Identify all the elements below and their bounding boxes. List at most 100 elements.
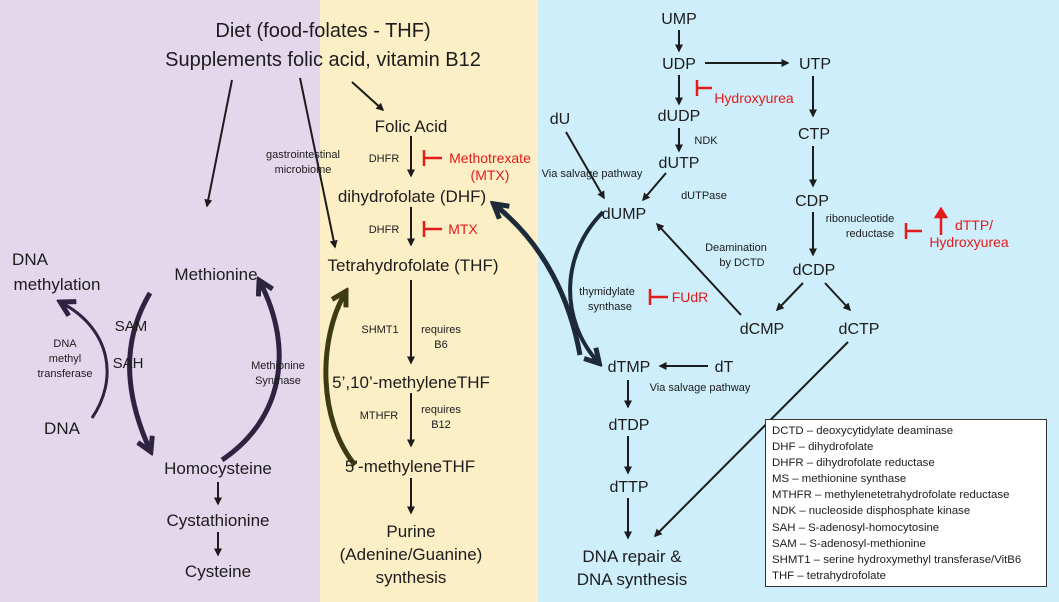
legend-entry: MS – methionine synthase: [772, 473, 907, 486]
legend-entry: DHF – dihydrofolate: [772, 441, 874, 454]
diet-subtitle: Supplements folic acid, vitamin B12: [165, 49, 481, 71]
dna-label: DNA: [44, 419, 81, 438]
ump-label: UMP: [661, 11, 697, 28]
dttp-label: dTTP: [609, 479, 648, 496]
cysteine-label: Cysteine: [185, 562, 251, 581]
ndk-label: NDK: [694, 135, 718, 147]
dna-methyltransferase-2: methyl: [49, 353, 81, 365]
thymidylate-synthase-2: synthase: [588, 301, 632, 313]
dna-methylation-label-1: DNA: [12, 250, 49, 269]
methionine-synthase-1: Methionine: [251, 360, 305, 372]
flow-arrows: [204, 30, 852, 557]
diet-to-thf-arrow: [299, 77, 338, 249]
dtmp-label: dTMP: [608, 359, 651, 376]
deamination-label-1: Deamination: [705, 242, 767, 254]
dcmp-label: dCMP: [740, 321, 784, 338]
dttp-inhibitor-label-2: Hydroxyurea: [929, 234, 1009, 250]
diet-title: Diet (food-folates - THF): [215, 20, 430, 42]
dtmp-to-dhf-arrow: [495, 205, 583, 356]
ribonucleotide-reductase-1: ribonucleotide: [826, 213, 895, 225]
dttp-up-arrow-head: [933, 206, 949, 219]
methotrexate-label-1: Methotrexate: [449, 150, 531, 166]
dhfr-label-2: DHFR: [369, 224, 400, 236]
legend-entry: MTHFR – methylenetetrahydrofolate reduct…: [772, 489, 1010, 502]
hydroxyurea-label: Hydroxyurea: [714, 90, 794, 106]
methotrexate-label-2: (MTX): [471, 167, 510, 183]
sah-label: SAH: [113, 355, 144, 372]
sam-label: SAM: [115, 318, 148, 335]
du-to-dump-arrow: [565, 131, 605, 200]
fudr-label: FUdR: [672, 289, 709, 305]
dudp-label: dUDP: [658, 108, 701, 125]
methionine-label: Methionine: [174, 265, 257, 284]
dna-methyltransferase-1: DNA: [53, 338, 77, 350]
dtdp-label: dTDP: [609, 417, 650, 434]
dt-label: dT: [715, 359, 734, 376]
dump-to-dtmp-arrow: [568, 210, 605, 362]
dctp-to-repair-arrow: [653, 341, 849, 538]
legend-entry: SAM – S-adenosyl-methionine: [772, 537, 926, 550]
mthfr-label: MTHFR: [360, 410, 399, 422]
legend-entry: DCTD – deoxycytidylate deaminase: [772, 425, 954, 437]
sam-to-sah-arrow: [127, 291, 150, 450]
legend-entry: SHMT1 – serine hydroxymethyl transferase…: [772, 553, 1022, 566]
dna-methyltransferase-3: transferase: [37, 368, 92, 380]
homocysteine-to-methionine-arrow: [220, 282, 282, 463]
salvage-pathway-1: Via salvage pathway: [542, 168, 643, 180]
methyl-thf-label: 5’-methyleneTHF: [345, 457, 475, 476]
ctp-label: CTP: [798, 126, 830, 143]
cdp-label: CDP: [795, 193, 829, 210]
purine-label-3: synthesis: [376, 568, 447, 587]
legend-entry: NDK – nucleoside disphosphate kinase: [772, 505, 971, 518]
ribonucleotide-reductase-2: reductase: [846, 228, 894, 240]
requires-b12-label-1: requires: [421, 404, 461, 416]
udp-label: UDP: [662, 56, 696, 73]
dcdp-label: dCDP: [793, 262, 836, 279]
cystathionine-label: Cystathionine: [166, 511, 269, 530]
methylthf-to-thf-arrow: [323, 293, 357, 467]
dctp-label: dCTP: [839, 321, 880, 338]
purine-label-1: Purine: [386, 522, 435, 541]
dttp-inhibitor-label-1: dTTP/: [955, 217, 993, 233]
du-label: dU: [550, 111, 570, 128]
cycle-arrows: [62, 205, 605, 467]
methionine-synthase-2: Synthase: [255, 375, 301, 387]
folate-pathway-panel: [320, 0, 538, 602]
dump-label: dUMP: [602, 206, 646, 223]
dhf-label: dihydrofolate (DHF): [338, 187, 486, 206]
legend-entry: SAH – S-adenosyl-homocytosine: [772, 521, 940, 534]
dcdp-to-dctp-arrow: [824, 282, 852, 312]
homocysteine-label: Homocysteine: [164, 459, 272, 478]
dcmp-to-dump-arrow: [655, 222, 742, 316]
legend-entry: DHFR – dihydrofolate reductase: [772, 457, 935, 470]
abbreviation-legend: DCTD – deoxycytidylate deaminase DHF – d…: [765, 419, 1047, 587]
purine-label-2: (Adenine/Guanine): [340, 545, 483, 564]
diet-to-folic-arrow: [351, 81, 385, 112]
dcdp-to-dcmp-arrow: [775, 282, 804, 312]
folic-acid-label: Folic Acid: [375, 117, 448, 136]
thf-label: Tetrahydrofolate (THF): [328, 256, 499, 275]
dna-repair-label-1: DNA repair &: [582, 547, 682, 566]
legend-entry: THF – tetrahydrofolate: [772, 569, 886, 582]
requires-b6-label-1: requires: [421, 324, 461, 336]
dna-repair-label-2: DNA synthesis: [577, 570, 688, 589]
dna-methyl-transfer-arrow: [62, 303, 109, 419]
mtx-label: MTX: [448, 221, 478, 237]
dhfr-label-1: DHFR: [369, 153, 400, 165]
dna-methylation-label-2: methylation: [14, 275, 101, 294]
thymidylate-synthase-1: thymidylate: [579, 286, 635, 298]
deamination-label-2: by DCTD: [719, 257, 764, 269]
diet-to-methionine-arrow: [204, 79, 233, 208]
gut-microbiome-1: gastrointestinal: [266, 149, 340, 161]
dutp-label: dUTP: [659, 155, 700, 172]
salvage-pathway-2: Via salvage pathway: [650, 382, 751, 394]
gut-microbiome-2: microbiome: [275, 164, 332, 176]
dutp-to-dump-arrow: [642, 172, 667, 202]
utp-label: UTP: [799, 56, 831, 73]
dutpase-label: dUTPase: [681, 190, 727, 202]
requires-b6-label-2: B6: [434, 339, 447, 351]
inhibition-marks: [422, 80, 949, 305]
methylene-thf-label: 5’,10’-methyleneTHF: [332, 373, 490, 392]
